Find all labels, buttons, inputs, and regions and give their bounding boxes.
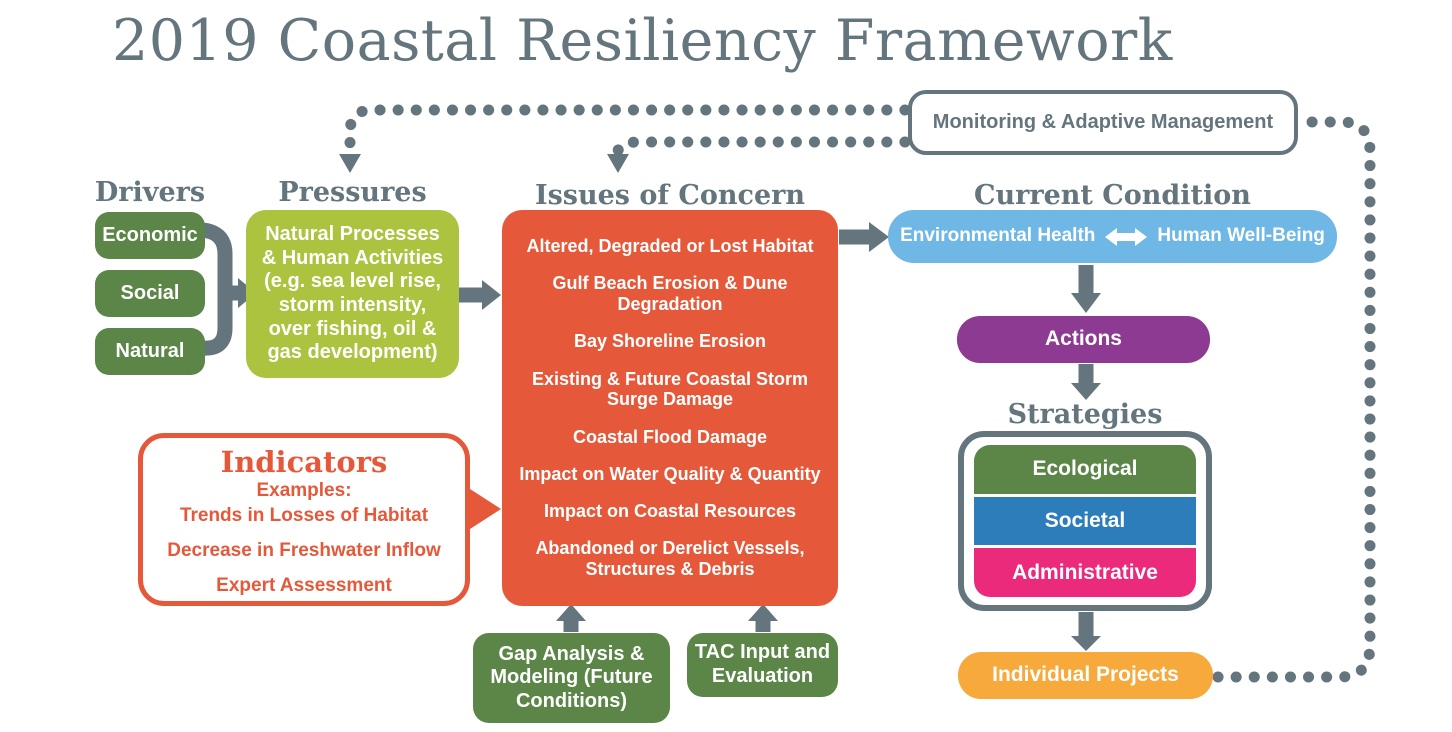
individual-projects-box: Individual Projects — [958, 652, 1213, 699]
strategy-ecological-box: Ecological — [974, 445, 1196, 494]
strategy-administrative-label: Administrative — [1012, 560, 1158, 584]
tac-input-box: TAC Input and Evaluation — [687, 633, 838, 697]
driver-natural-label: Natural — [115, 339, 185, 362]
pressures-to-issues-arrowhead — [482, 280, 501, 310]
tac-input-label: TAC Input and Evaluation — [694, 641, 831, 687]
environmental-health-label: Environmental Health — [900, 225, 1096, 247]
page-title: 2019 Coastal Resiliency Framework — [112, 8, 1173, 74]
issue-item: Impact on Water Quality & Quantity — [519, 463, 821, 484]
strategy-societal-box: Societal — [974, 496, 1196, 546]
indicators-callout: Indicators Examples: Trends in Losses of… — [138, 433, 470, 606]
current-condition-heading: Current Condition — [974, 180, 1251, 211]
driver-economic-label: Economic — [102, 223, 198, 246]
indicators-subheading: Examples: — [256, 480, 352, 501]
strategy-administrative-box: Administrative — [974, 548, 1196, 598]
double-arrow-icon — [1105, 227, 1148, 246]
tac-to-issues-arrowhead — [748, 604, 778, 621]
dotted-monitoring-to-issues — [612, 136, 911, 158]
strategies-to-projects-arrowhead — [1071, 636, 1101, 651]
issue-item: Abandoned or Derelict Vessels, Structure… — [535, 537, 805, 579]
issues-heading: Issues of Concern — [534, 180, 806, 211]
driver-natural-box: Natural — [95, 328, 205, 375]
pressures-heading: Pressures — [278, 177, 427, 208]
human-well-being-label: Human Well-Being — [1157, 225, 1325, 247]
dotted-monitoring-to-pressures — [344, 104, 911, 154]
individual-projects-label: Individual Projects — [992, 663, 1179, 687]
monitoring-adaptive-management-box: Monitoring & Adaptive Management — [908, 90, 1298, 155]
pressures-detail-text: (e.g. sea level rise, storm intensity, o… — [264, 270, 441, 364]
indicator-item: Decrease in Freshwater Inflow — [167, 540, 441, 561]
arrowhead-to-pressures — [339, 154, 361, 173]
issue-item: Existing & Future Coastal Storm Surge Da… — [531, 368, 809, 410]
issue-item: Coastal Flood Damage — [572, 426, 768, 447]
pressures-box: Natural Processes & Human Activities (e.… — [246, 210, 459, 378]
monitoring-label: Monitoring & Adaptive Management — [932, 111, 1274, 133]
actions-to-strategies-arrowhead — [1071, 383, 1101, 400]
issues-of-concern-box: Altered, Degraded or Lost Habitat Gulf B… — [502, 210, 838, 606]
strategy-societal-label: Societal — [1044, 509, 1126, 532]
indicators-list: Trends in Losses of Habitat Decrease in … — [167, 505, 441, 597]
driver-economic-box: Economic — [95, 212, 205, 259]
indicators-heading: Indicators — [220, 445, 388, 479]
drivers-bracket — [200, 222, 233, 356]
indicator-item: Trends in Losses of Habitat — [179, 505, 429, 526]
issues-to-current-condition-arrowhead — [869, 222, 889, 252]
driver-social-box: Social — [95, 270, 205, 317]
actions-box: Actions — [957, 316, 1210, 363]
indicator-item: Expert Assessment — [216, 575, 392, 596]
gap-analysis-to-issues-arrowhead — [556, 604, 586, 621]
actions-label: Actions — [1044, 327, 1122, 351]
issue-item: Bay Shoreline Erosion — [573, 331, 767, 352]
strategy-ecological-label: Ecological — [1032, 457, 1138, 481]
issue-item: Gulf Beach Erosion & Dune Degradation — [552, 273, 788, 315]
current-condition-to-actions-arrowhead — [1071, 293, 1101, 313]
current-condition-box: Environmental Health Human Well-Being — [888, 210, 1337, 263]
pressures-bold-text: Natural Processes & Human Activities — [261, 223, 444, 269]
gap-analysis-label: Gap Analysis & Modeling (Future Conditio… — [490, 642, 653, 712]
strategies-heading: Strategies — [1007, 399, 1163, 430]
drivers-heading: Drivers — [94, 177, 206, 208]
arrowhead-to-issues — [607, 154, 629, 173]
issue-item: Impact on Coastal Resources — [543, 500, 797, 521]
issue-item: Altered, Degraded or Lost Habitat — [526, 236, 814, 257]
gap-analysis-box: Gap Analysis & Modeling (Future Conditio… — [473, 633, 670, 723]
indicators-pointer — [470, 489, 501, 529]
strategies-container: Ecological Societal Administrative — [958, 431, 1212, 611]
driver-social-label: Social — [120, 281, 180, 304]
